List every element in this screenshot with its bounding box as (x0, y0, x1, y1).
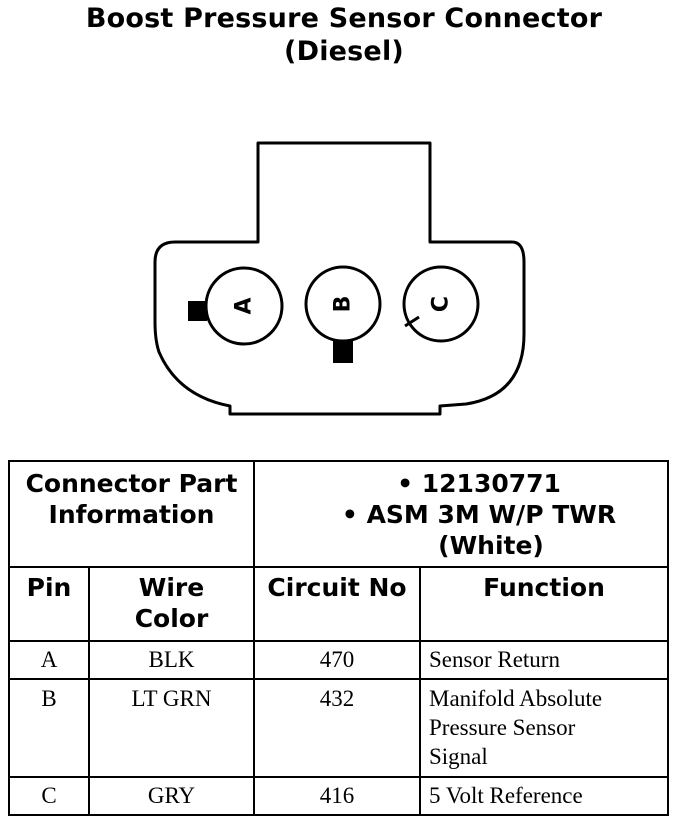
row-a-function: Sensor Return (419, 640, 669, 680)
header-wire-color-line1: Wire (138, 573, 205, 602)
header-wire-color: Wire Color (88, 566, 255, 642)
row-b-pin: B (8, 678, 90, 778)
part-info-label-cell: Connector Part Information (8, 460, 255, 568)
row-a-circuit: 470 (253, 640, 421, 680)
part-number: • 12130771 (397, 469, 561, 498)
table-row: A BLK 470 Sensor Return (8, 640, 669, 680)
connector-drawing: A B C (153, 141, 526, 416)
row-b-function-line2: Pressure Sensor (429, 715, 576, 740)
row-c-pin: C (8, 776, 90, 816)
connector-pinout-table: Connector Part Information • 12130771 • … (8, 460, 669, 816)
header-function: Function (419, 566, 669, 642)
row-a-pin: A (8, 640, 90, 680)
part-info-value-cell: • 12130771 • ASM 3M W/P TWR (White) (253, 460, 669, 568)
connector-body-outline (153, 141, 526, 416)
pin-b-label: B (331, 296, 356, 313)
pin-b-terminal-marker (333, 341, 353, 363)
pin-c-label: C (429, 296, 454, 312)
pin-c-cavity (402, 265, 480, 343)
row-c-function: 5 Volt Reference (419, 776, 669, 816)
diagram-subtitle: (Diesel) (284, 36, 404, 67)
row-b-circuit: 432 (253, 678, 421, 778)
table-row: C GRY 416 5 Volt Reference (8, 776, 669, 816)
table-row: B LT GRN 432 Manifold Absolute Pressure … (8, 678, 669, 778)
pin-a-terminal-marker (188, 301, 207, 321)
header-circuit-no: Circuit No (253, 566, 421, 642)
row-c-circuit: 416 (253, 776, 421, 816)
row-c-wire-color: GRY (88, 776, 255, 816)
part-color: (White) (438, 531, 544, 560)
part-info-label-line2: Information (48, 500, 215, 529)
row-b-wire-color: LT GRN (88, 678, 255, 778)
part-info-label-line1: Connector Part (25, 469, 238, 498)
header-wire-color-line2: Color (134, 604, 209, 633)
diagram-title: Boost Pressure Sensor Connector (85, 3, 603, 34)
part-info-row: Connector Part Information • 12130771 • … (8, 460, 669, 568)
pin-a-label: A (232, 297, 257, 314)
row-b-function-line1: Manifold Absolute (429, 686, 603, 711)
row-b-function: Manifold Absolute Pressure Sensor Signal (419, 678, 669, 778)
row-a-wire-color: BLK (88, 640, 255, 680)
header-pin: Pin (8, 566, 90, 642)
pin-c-terminal-marker (404, 315, 420, 328)
part-description: • ASM 3M W/P TWR (341, 500, 617, 529)
column-header-row: Pin Wire Color Circuit No Function (8, 566, 669, 642)
row-b-function-line3: Signal (429, 744, 488, 769)
